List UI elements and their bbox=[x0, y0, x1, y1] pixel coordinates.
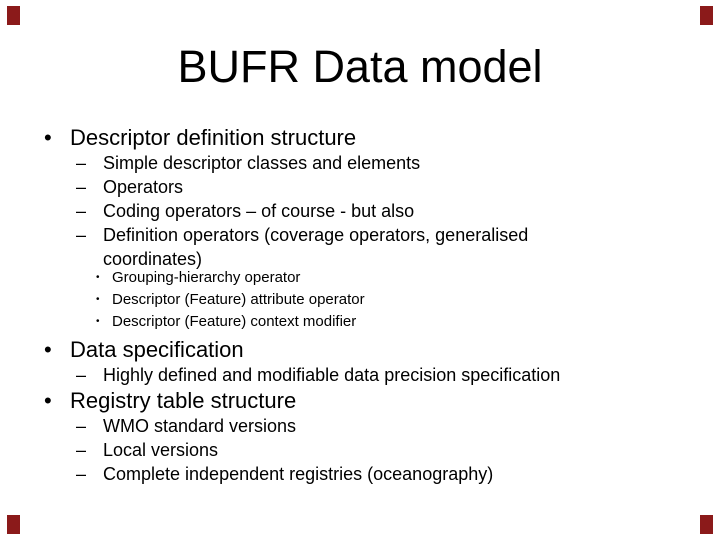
slide-body: • Descriptor definition structure – Simp… bbox=[0, 124, 720, 486]
bullet-text: Definition operators (coverage operators… bbox=[103, 225, 529, 269]
bullet-highly-defined-precision: – Highly defined and modifiable data pre… bbox=[0, 363, 720, 387]
dash-icon: – bbox=[76, 464, 87, 484]
bullet-descriptor-context-modifier: • Descriptor (Feature) context modifier bbox=[0, 311, 720, 333]
bullet-descriptor-definition-structure: • Descriptor definition structure bbox=[0, 124, 720, 151]
corner-marker-bottom-right bbox=[700, 515, 713, 534]
dash-icon: – bbox=[76, 440, 87, 460]
bullet-text: Highly defined and modifiable data preci… bbox=[103, 365, 561, 385]
sub-bullet-group: • Grouping-hierarchy operator • Descript… bbox=[0, 267, 720, 333]
bullet-wmo-standard-versions: – WMO standard versions bbox=[0, 414, 720, 438]
corner-marker-top-left bbox=[7, 6, 20, 25]
bullet-dot-icon: • bbox=[44, 337, 52, 362]
bullet-text: Grouping-hierarchy operator bbox=[112, 269, 301, 286]
bullet-complete-independent-registries: – Complete independent registries (ocean… bbox=[0, 462, 720, 486]
bullet-text: WMO standard versions bbox=[103, 416, 297, 436]
bullet-definition-operators: – Definition operators (coverage operato… bbox=[0, 223, 720, 271]
bullet-text: Coding operators – of course - but also bbox=[103, 201, 415, 221]
bullet-dot-icon: • bbox=[44, 388, 52, 413]
corner-marker-top-right bbox=[700, 6, 713, 25]
bullet-dot-icon: • bbox=[44, 125, 52, 150]
bullet-text: Registry table structure bbox=[70, 388, 297, 413]
bullet-local-versions: – Local versions bbox=[0, 438, 720, 462]
bullet-text: Simple descriptor classes and elements bbox=[103, 153, 421, 173]
slide-title: BUFR Data model bbox=[177, 41, 543, 92]
bullet-simple-descriptor-classes: – Simple descriptor classes and elements bbox=[0, 151, 720, 175]
dash-icon: – bbox=[76, 416, 87, 436]
bullet-operators: – Operators bbox=[0, 175, 720, 199]
bullet-descriptor-attribute-operator: • Descriptor (Feature) attribute operato… bbox=[0, 289, 720, 311]
bullet-text: Operators bbox=[103, 177, 184, 197]
dash-icon: – bbox=[76, 177, 87, 197]
bullet-text: Complete independent registries (oceanog… bbox=[103, 464, 494, 484]
dash-icon: – bbox=[76, 153, 87, 173]
small-dot-icon: • bbox=[96, 294, 100, 305]
small-dot-icon: • bbox=[96, 316, 100, 327]
corner-marker-bottom-left bbox=[7, 515, 20, 534]
small-dot-icon: • bbox=[96, 272, 100, 283]
dash-icon: – bbox=[76, 201, 87, 221]
bullet-registry-table-structure: • Registry table structure bbox=[0, 387, 720, 414]
bullet-text: Local versions bbox=[103, 440, 219, 460]
bullet-text: Descriptor (Feature) attribute operator bbox=[112, 291, 365, 308]
bullet-grouping-hierarchy-operator: • Grouping-hierarchy operator bbox=[0, 267, 720, 289]
bullet-text: Descriptor definition structure bbox=[70, 125, 357, 150]
bullet-data-specification: • Data specification bbox=[0, 336, 720, 363]
bullet-text: Data specification bbox=[70, 337, 244, 362]
bullet-text: Descriptor (Feature) context modifier bbox=[112, 313, 357, 330]
bullet-coding-operators: – Coding operators – of course - but als… bbox=[0, 199, 720, 223]
dash-icon: – bbox=[76, 365, 87, 385]
dash-icon: – bbox=[76, 225, 87, 245]
